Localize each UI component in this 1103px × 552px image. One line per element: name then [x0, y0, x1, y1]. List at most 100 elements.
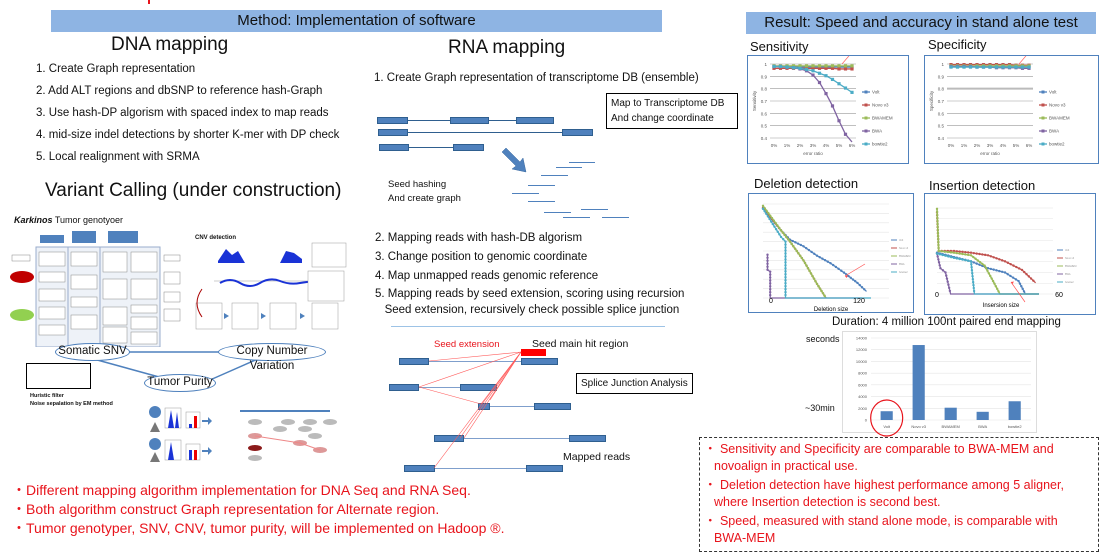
- data-point: [1023, 270, 1026, 274]
- data-point: [986, 254, 990, 257]
- data-point: [936, 213, 939, 217]
- data-point: [981, 253, 984, 256]
- data-point: [823, 294, 826, 297]
- data-point: [837, 119, 841, 123]
- data-point: [784, 249, 787, 252]
- data-point: [821, 292, 825, 295]
- data-point: [975, 65, 979, 69]
- data-point: [769, 282, 772, 285]
- data-point: [1022, 290, 1026, 293]
- map-box-line: And change coordinate: [611, 113, 714, 124]
- data-point: [991, 279, 995, 283]
- specificity-title: Specificity: [928, 37, 987, 52]
- rna-divider: [391, 326, 665, 327]
- data-point: [970, 263, 973, 266]
- legend-label: Volt: [872, 90, 880, 95]
- map-transcriptome-box: Map to Transcriptome DB And change coord…: [606, 93, 738, 129]
- data-point: [837, 82, 841, 86]
- data-point: [769, 273, 772, 276]
- data-point: [798, 66, 802, 70]
- cnv-figure: CNV detection: [190, 235, 350, 340]
- data-point: [936, 219, 939, 223]
- data-point: [821, 257, 824, 260]
- y-axis-label: Sensitivity: [752, 90, 757, 111]
- data-point: [978, 252, 981, 256]
- data-point: [947, 286, 951, 290]
- result-bullet: ・ Deletion detection have highest perfor…: [704, 477, 1098, 510]
- data-point: [936, 228, 940, 232]
- data-point: [797, 252, 800, 255]
- data-point: [970, 269, 974, 272]
- data-point: [769, 290, 772, 294]
- data-point: [823, 259, 827, 262]
- data-point: [937, 246, 940, 250]
- data-point: [997, 290, 1000, 293]
- data-point: [856, 281, 859, 285]
- data-point: [785, 65, 789, 69]
- x-tick-label: 5%: [1013, 143, 1020, 148]
- data-point: [781, 231, 784, 234]
- duration-title: Duration: 4 million 100nt paired end map…: [832, 316, 1061, 328]
- data-point: [778, 233, 781, 236]
- y-tick-label: 0.6: [938, 111, 945, 116]
- data-point: [784, 246, 787, 249]
- data-point: [830, 104, 835, 108]
- data-point: [795, 249, 798, 253]
- dna-step: 1. Create Graph representation: [36, 63, 196, 75]
- data-point: [1009, 262, 1012, 266]
- data-point: [818, 287, 822, 290]
- data-point: [817, 80, 822, 85]
- annotation-arrow: [1010, 281, 1026, 303]
- karkinos-name: Karkinos: [14, 215, 53, 225]
- data-point: [763, 210, 766, 213]
- bar-bwamem: [944, 407, 957, 420]
- data-point: [936, 255, 939, 258]
- data-point: [829, 262, 832, 265]
- y-tick-label: 0.6: [761, 111, 768, 116]
- data-point: [966, 251, 970, 254]
- y-tick-label: 0: [865, 418, 868, 423]
- data-point: [972, 261, 976, 264]
- data-point: [994, 285, 998, 288]
- annotation-arrowhead: [845, 275, 848, 278]
- data-point: [785, 235, 788, 239]
- data-point: [817, 64, 822, 68]
- x-tick-label: 0%: [771, 143, 778, 148]
- data-point: [817, 71, 822, 75]
- legend-marker: [1041, 90, 1045, 94]
- y-tick-label: 1: [764, 62, 767, 67]
- data-point: [766, 265, 769, 268]
- legend-label: Volt: [899, 239, 903, 242]
- data-point: [813, 252, 816, 256]
- data-point: [812, 277, 816, 280]
- highlight-circle: [870, 399, 904, 437]
- result-bullet-line: ・ Deletion detection have highest perfor…: [704, 478, 1064, 492]
- data-point: [968, 65, 973, 69]
- data-point: [937, 261, 941, 264]
- legend-marker: [864, 142, 868, 146]
- data-point: [986, 267, 990, 270]
- bar-bowtie2: [1008, 401, 1021, 420]
- data-point: [972, 283, 975, 287]
- data-point: [784, 276, 787, 279]
- node-tumor-purity: Tumor Purity: [144, 374, 216, 392]
- data-point: [1017, 279, 1020, 283]
- legend-marker: [864, 90, 868, 94]
- y-tick-label: 0.4: [938, 136, 945, 141]
- legend-marker: [1041, 142, 1045, 146]
- x-axis-label: Insersion size: [983, 303, 1020, 309]
- data-point: [969, 254, 973, 257]
- data-point: [978, 263, 981, 266]
- data-point: [975, 262, 978, 265]
- data-point: [1006, 261, 1010, 264]
- seed-extension-label: Seed extension: [434, 339, 500, 350]
- data-point: [810, 250, 813, 254]
- data-point: [803, 261, 807, 265]
- result-bullet-line: novoalign in practical use.: [714, 458, 858, 473]
- data-point: [987, 272, 991, 275]
- y-tick-label: 2000: [858, 406, 868, 411]
- filter-notes: Huristic filter Noise sepalation by EM m…: [30, 392, 113, 408]
- data-point: [983, 264, 986, 267]
- legend-marker: [864, 129, 868, 133]
